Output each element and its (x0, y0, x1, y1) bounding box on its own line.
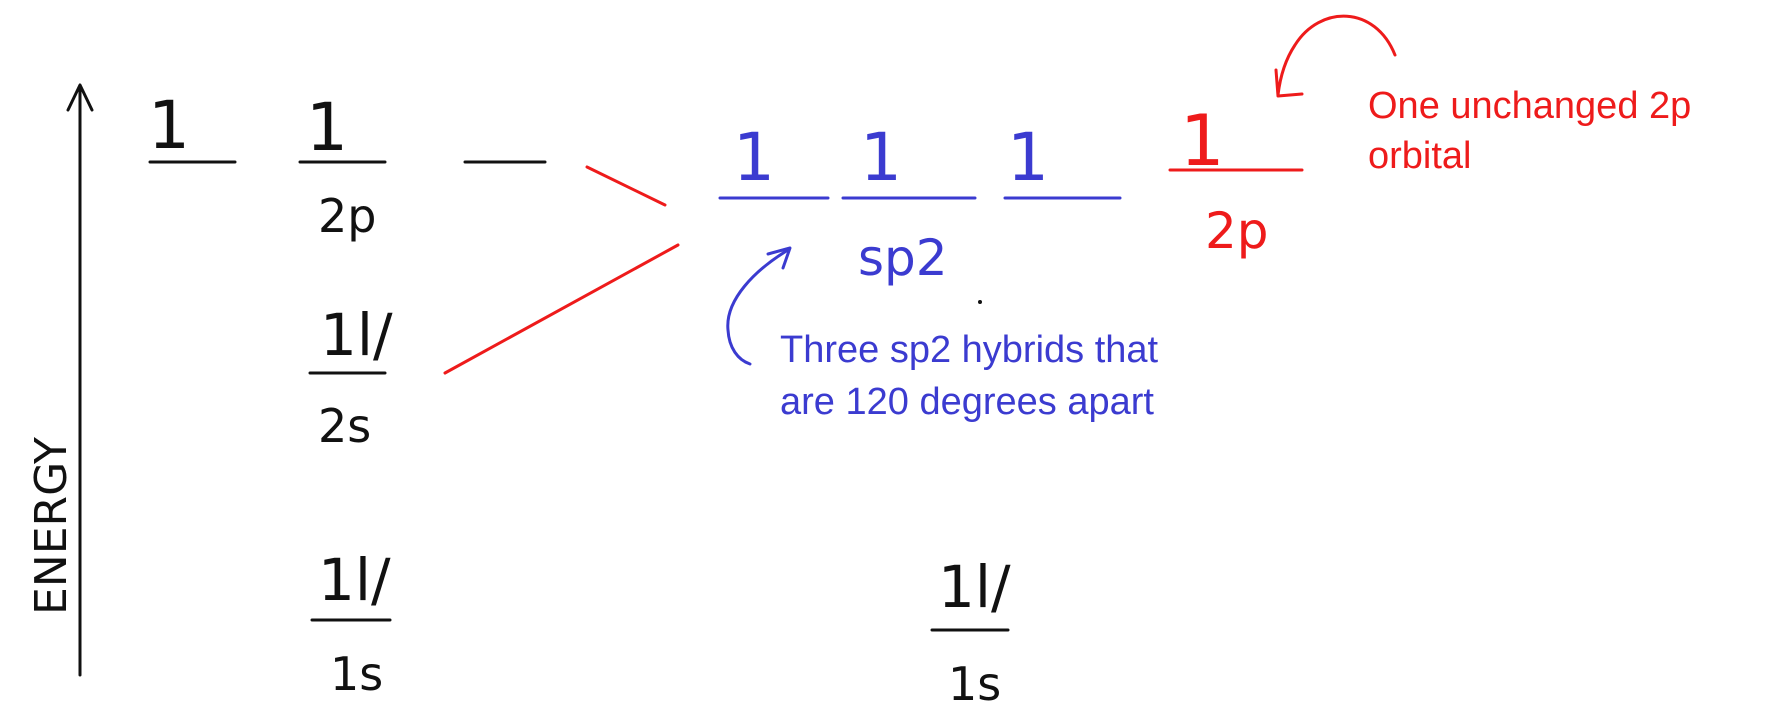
unchanged-p-arrowhead (1274, 68, 1304, 98)
connector-from-2p (585, 165, 667, 207)
sp2-note-line-1: Three sp2 hybrids that (780, 329, 1159, 371)
right-2p-label: 2p (1205, 202, 1269, 260)
right-sp2-electron-3: 1 (1007, 119, 1049, 196)
unchanged-p-curved-arrow (1276, 14, 1397, 97)
unchanged-p-note-line-1: One unchanged 2p (1368, 85, 1691, 127)
right-2p-electron: 1 (1180, 100, 1225, 182)
left-1s-orbital: 1l/ 1s (310, 546, 392, 701)
stray-dot (978, 300, 982, 304)
connector-from-2s (443, 243, 680, 375)
energy-axis-arrowhead (66, 83, 94, 112)
sp2-annotation: Three sp2 hybrids that are 120 degrees a… (726, 246, 1159, 423)
right-2p-orbital: 1 2p (1168, 100, 1304, 260)
energy-axis: ENERGY (26, 83, 94, 677)
left-2p-electron-2: 1 (306, 89, 348, 166)
right-sp2-electron-1: 1 (733, 119, 775, 196)
left-2p-orbitals: 1 1 2p (148, 87, 547, 243)
left-2p-electron-1: 1 (148, 87, 190, 164)
left-2s-electron-pair: 1l/ (320, 301, 393, 369)
right-sp2-label: sp2 (858, 229, 948, 287)
left-1s-label: 1s (330, 647, 383, 701)
left-1s-electron-pair: 1l/ (318, 546, 391, 614)
unchanged-p-note-line-2: orbital (1368, 135, 1472, 177)
right-1s-electron-pair: 1l/ (938, 553, 1011, 621)
unchanged-p-annotation: One unchanged 2p orbital (1274, 14, 1691, 177)
right-sp2-orbitals: 1 1 1 sp2 (718, 119, 1122, 287)
right-1s-label: 1s (948, 657, 1001, 705)
sp2-curved-arrow (726, 248, 790, 366)
left-2s-orbital: 1l/ 2s (308, 301, 393, 453)
sp2-note-line-2: are 120 degrees apart (780, 381, 1154, 423)
hybridization-connectors (443, 165, 680, 375)
right-1s-orbital: 1l/ 1s (930, 553, 1011, 705)
right-sp2-electron-2: 1 (860, 119, 902, 196)
sp2-arrowhead (766, 246, 792, 270)
left-2p-label: 2p (318, 189, 376, 243)
left-2s-label: 2s (318, 399, 371, 453)
energy-axis-label: ENERGY (26, 437, 77, 615)
